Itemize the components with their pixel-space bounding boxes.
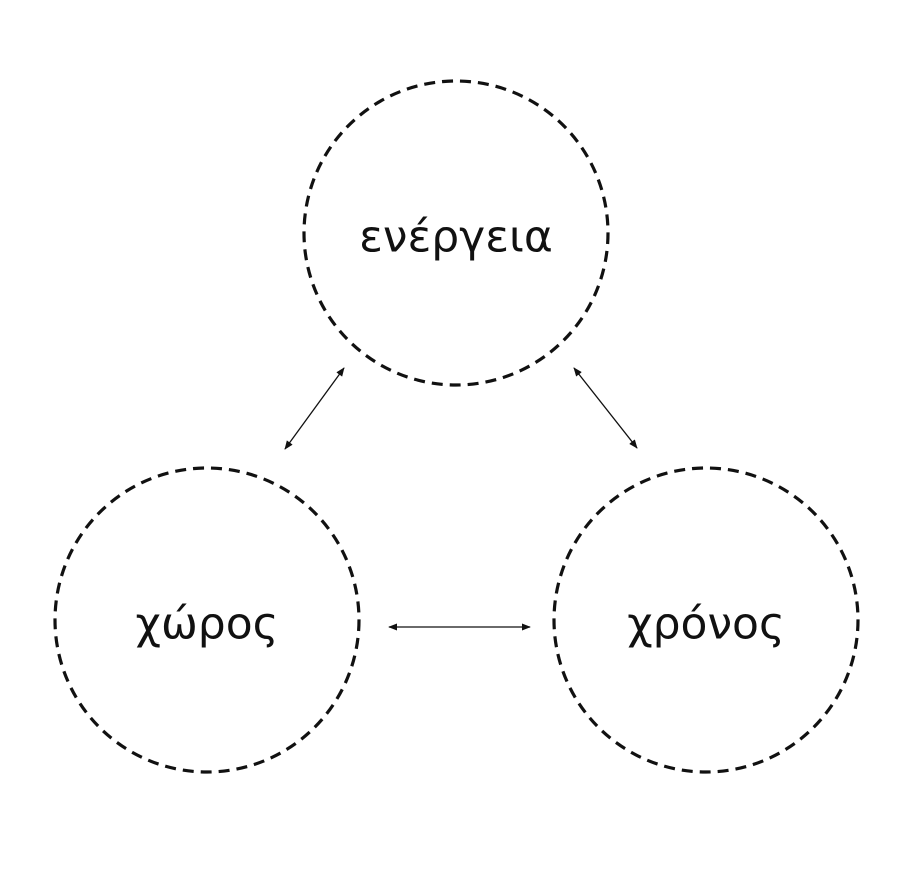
arrow-energy-time xyxy=(573,367,638,449)
node-time-label: χρόνος xyxy=(627,599,785,650)
node-space-circle xyxy=(53,466,361,774)
node-energy-circle xyxy=(302,79,610,387)
node-energy-label: ενέργεια xyxy=(359,212,553,263)
node-time-circle xyxy=(552,466,860,774)
node-space-label: χώρος xyxy=(136,599,279,650)
arrow-energy-space xyxy=(284,367,345,450)
node-time: χρόνος xyxy=(552,466,860,774)
node-energy: ενέργεια xyxy=(302,79,610,387)
node-space: χώρος xyxy=(53,466,361,774)
